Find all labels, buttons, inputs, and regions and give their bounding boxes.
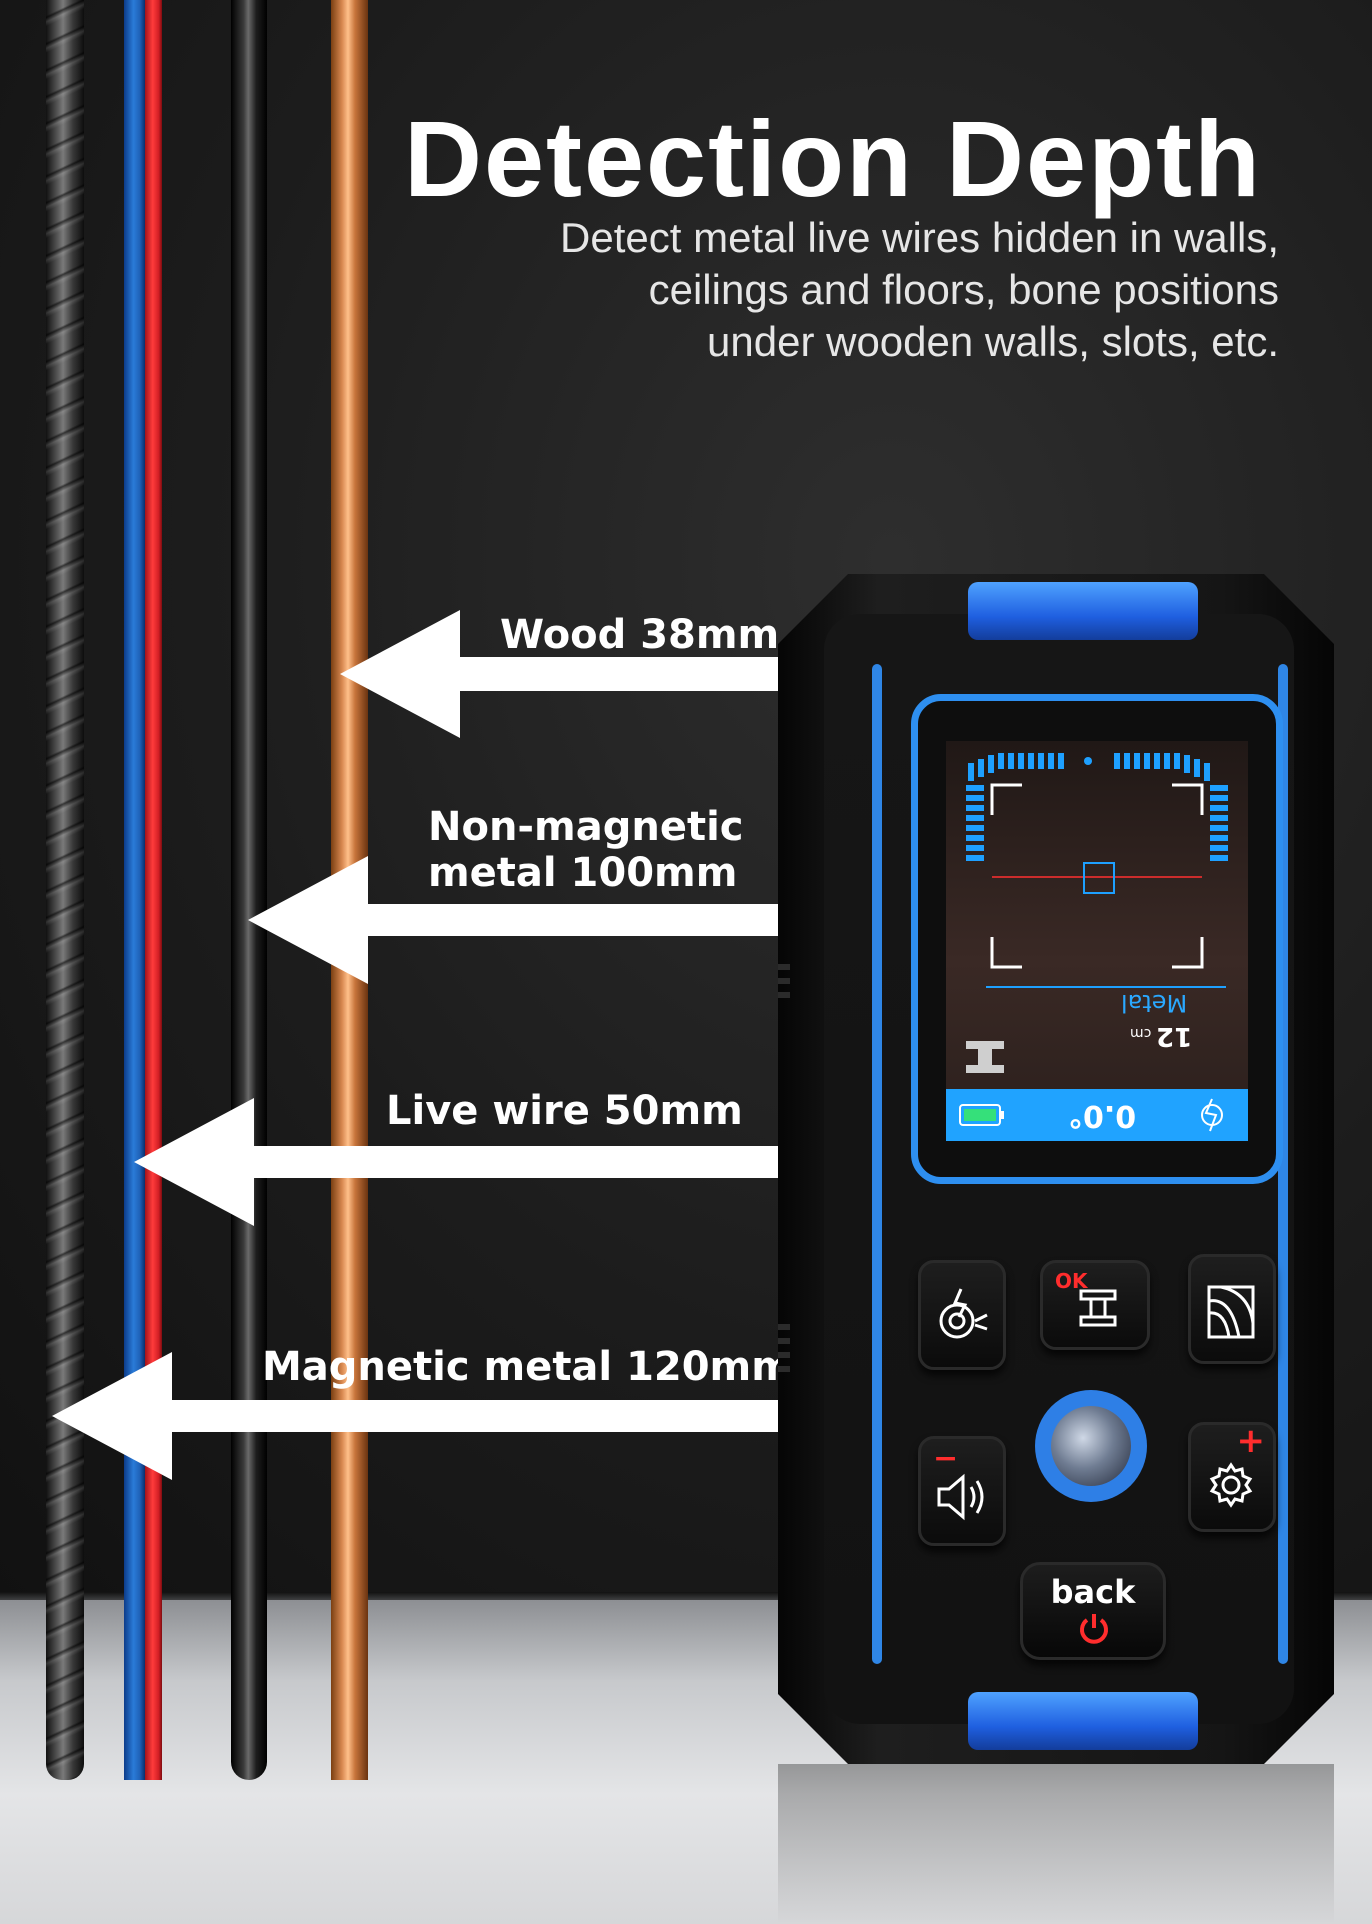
- non-magnetic-depth-arrow: [248, 856, 780, 986]
- side-grip: [778, 1338, 790, 1344]
- metal-mode-icon: [1079, 1289, 1117, 1327]
- back-label: back: [1050, 1573, 1136, 1611]
- side-grip: [778, 964, 790, 970]
- label-line: Wood 38mm: [500, 612, 780, 658]
- subtitle-line: under wooden walls, slots, etc.: [707, 318, 1279, 365]
- gear-icon: [1209, 1462, 1253, 1508]
- signal-display: [966, 753, 1228, 1073]
- non-magnetic-depth-label: Non-magnetic metal 100mm: [428, 804, 744, 896]
- subtitle-line: ceilings and floors, bone positions: [648, 266, 1279, 313]
- side-grip: [778, 978, 790, 984]
- wood-mode-icon: [1207, 1285, 1255, 1339]
- black-non-magnetic-rod: [231, 0, 267, 1780]
- plus-label: +: [1236, 1421, 1266, 1461]
- top-blue-sensor-strip: [968, 582, 1198, 640]
- label-line: Magnetic metal 120mm: [262, 1344, 793, 1390]
- magnetic-depth-label: Magnetic metal 120mm: [262, 1344, 793, 1390]
- wood-depth-label: Wood 38mm: [500, 612, 779, 658]
- label-line: Live wire 50mm: [386, 1088, 743, 1134]
- device-floor-reflection: [778, 1764, 1334, 1924]
- right-blue-accent: [1278, 664, 1288, 1664]
- ok-label: OK: [1055, 1269, 1088, 1293]
- sensor-hole: [1051, 1406, 1131, 1486]
- side-grip: [778, 1352, 790, 1358]
- blue-live-wire: [124, 0, 145, 1780]
- speaker-icon: [937, 1473, 984, 1521]
- screen-depth-unit: cm: [1130, 1025, 1152, 1041]
- ok-metal-mode-button[interactable]: OK: [1040, 1260, 1150, 1350]
- side-grip: [778, 1366, 790, 1372]
- screen-status-bar: 0.0°: [946, 1089, 1248, 1141]
- page-title: Detection Depth: [403, 98, 1262, 219]
- screen-depth-value: 12: [1156, 1021, 1193, 1051]
- label-line: Non-magnetic: [428, 804, 744, 850]
- page-subtitle: Detect metal live wires hidden in walls,…: [379, 212, 1279, 368]
- sensor-ring: [1035, 1390, 1147, 1502]
- volume-down-button[interactable]: −: [918, 1436, 1006, 1546]
- live-wire-mode-icon: [939, 1288, 988, 1339]
- settings-up-button[interactable]: +: [1188, 1421, 1276, 1532]
- battery-icon: [959, 1104, 1004, 1126]
- live-wire-depth-arrow: [134, 1098, 794, 1228]
- metal-indicator-icon: [966, 1041, 1004, 1073]
- side-grip: [778, 1324, 790, 1330]
- live-wire-status-icon: [1201, 1098, 1223, 1132]
- screen-mode-text: Metal: [1121, 989, 1188, 1017]
- wood-mode-button[interactable]: [1188, 1254, 1276, 1364]
- minus-label: −: [933, 1441, 959, 1476]
- wood-depth-arrow: [340, 610, 790, 740]
- label-line: metal 100mm: [428, 850, 738, 896]
- magnetic-depth-arrow: [52, 1352, 792, 1482]
- magnetic-rebar: [46, 0, 84, 1780]
- wall-scanner-device: Metal 12 cm 0.0°: [778, 574, 1334, 1764]
- screen-frame: Metal 12 cm 0.0°: [911, 694, 1283, 1184]
- bottom-blue-sensor-strip: [968, 1692, 1198, 1750]
- side-grip: [778, 992, 790, 998]
- red-live-wire: [145, 0, 162, 1780]
- left-blue-accent: [872, 664, 882, 1664]
- lcd-screen: Metal 12 cm 0.0°: [946, 741, 1248, 1141]
- back-power-button[interactable]: back: [1020, 1562, 1166, 1660]
- screen-angle-reading: 0.0°: [1068, 1098, 1137, 1133]
- power-icon: [1080, 1614, 1108, 1644]
- live-wire-mode-button[interactable]: [918, 1260, 1006, 1370]
- subtitle-line: Detect metal live wires hidden in walls,: [560, 214, 1279, 261]
- live-wire-depth-label: Live wire 50mm: [386, 1088, 743, 1134]
